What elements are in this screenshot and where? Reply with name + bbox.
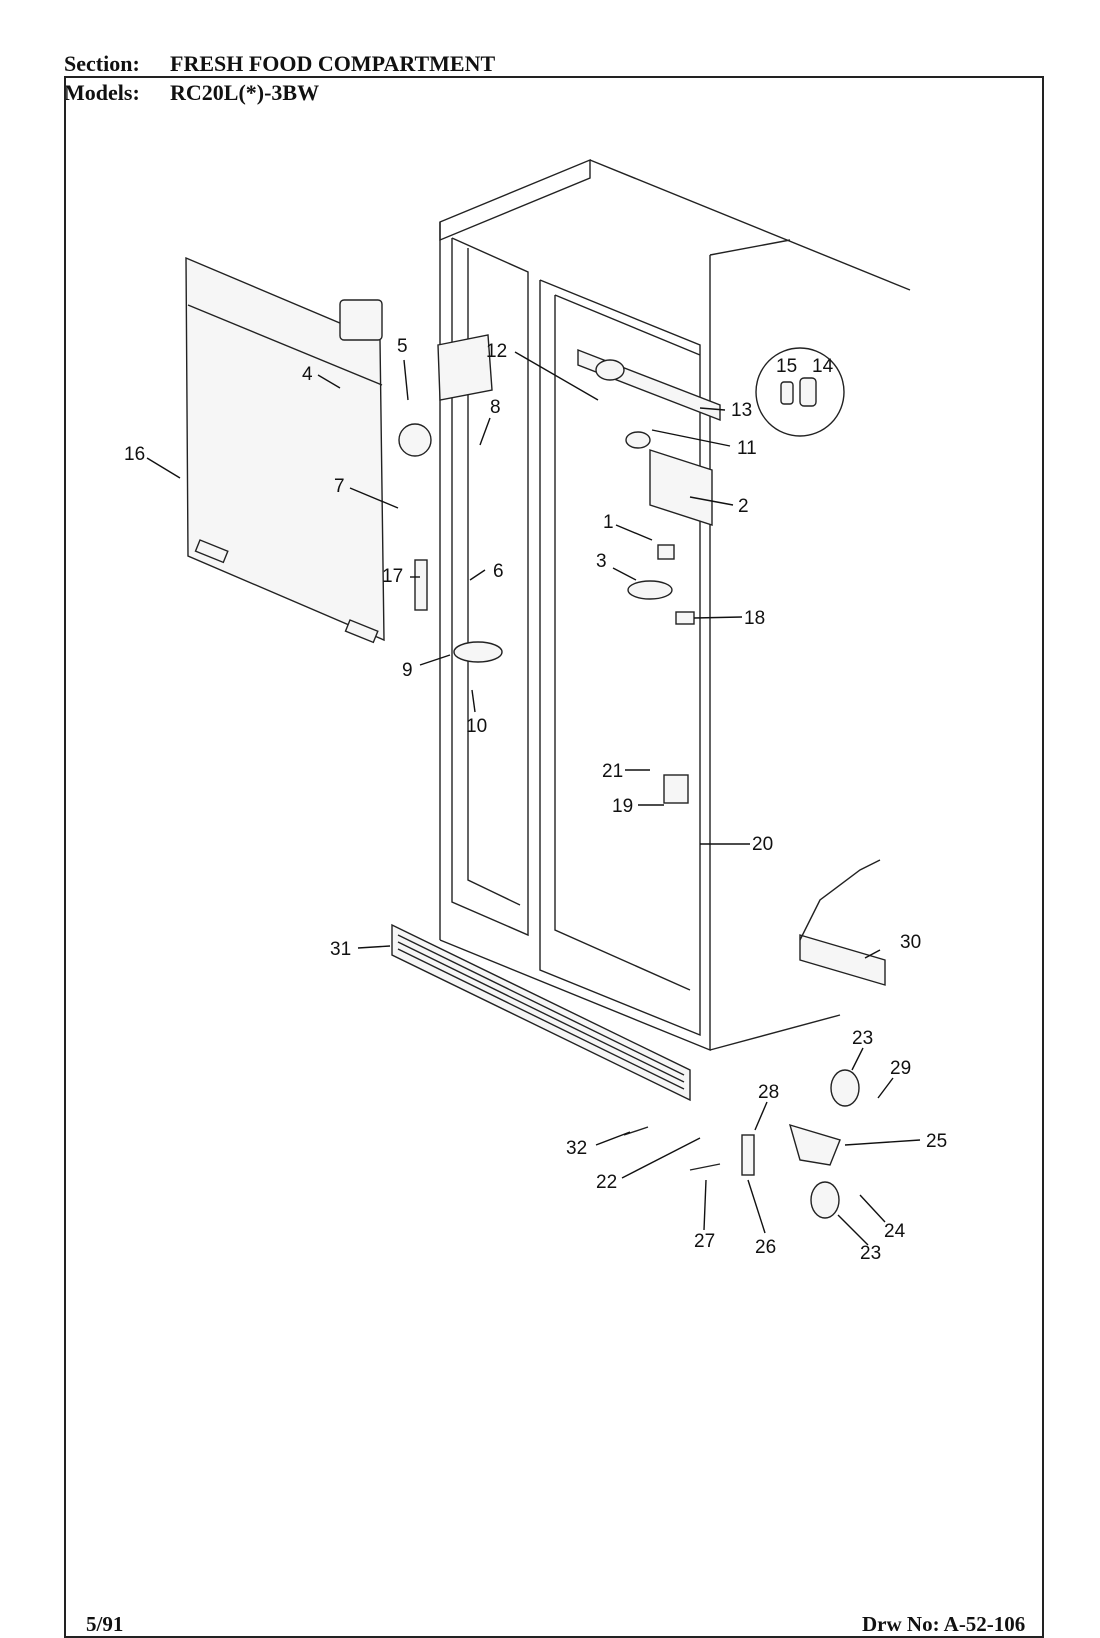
crisper-cover xyxy=(185,256,385,644)
callout-23b: 23 xyxy=(860,1243,881,1264)
models-label: Models: xyxy=(64,80,140,105)
callout-24: 24 xyxy=(884,1221,906,1242)
detail-inset-circle xyxy=(755,347,845,437)
callout-32: 32 xyxy=(566,1138,587,1159)
callout-4: 4 xyxy=(302,364,313,385)
callout-labels: 1 2 3 4 5 6 7 8 9 10 11 12 13 14 15 16 1… xyxy=(124,336,947,1264)
callout-25: 25 xyxy=(926,1131,947,1152)
callout-28: 28 xyxy=(758,1082,779,1103)
models-value: RC20L(*)-3BW xyxy=(170,80,320,105)
exploded-parts-diagram: 1 2 3 4 5 6 7 8 9 10 11 12 13 14 15 16 1… xyxy=(124,158,947,1264)
callout-6: 6 xyxy=(493,561,504,582)
section-label: Section: xyxy=(64,51,140,76)
drawing-date: 5/91 xyxy=(86,1612,124,1636)
callout-9: 9 xyxy=(402,660,413,681)
callout-21: 21 xyxy=(602,761,623,782)
toe-grille xyxy=(391,923,691,1102)
thermostat-knob xyxy=(398,423,432,457)
callout-5: 5 xyxy=(397,336,408,357)
callout-10: 10 xyxy=(466,716,487,737)
cabinet-outline xyxy=(439,158,911,1052)
callout-20: 20 xyxy=(752,834,773,855)
callout-1: 1 xyxy=(603,512,614,533)
callout-26: 26 xyxy=(755,1237,776,1258)
callout-18: 18 xyxy=(744,608,765,629)
callout-29: 29 xyxy=(890,1058,911,1079)
section-title: FRESH FOOD COMPARTMENT xyxy=(170,51,496,76)
callout-23: 23 xyxy=(852,1028,873,1049)
callout-30: 30 xyxy=(900,932,921,953)
callout-3: 3 xyxy=(596,551,607,572)
callout-19: 19 xyxy=(612,796,633,817)
callout-7: 7 xyxy=(334,476,345,497)
drawing-number: Drw No: A-52-106 xyxy=(862,1612,1026,1636)
callout-2: 2 xyxy=(738,496,749,517)
light-assembly xyxy=(577,348,721,526)
control-box xyxy=(437,334,493,401)
callout-8: 8 xyxy=(490,397,501,418)
callout-22: 22 xyxy=(596,1172,617,1193)
callout-15: 15 xyxy=(776,356,797,377)
callout-11: 11 xyxy=(737,438,757,459)
callout-16: 16 xyxy=(124,444,145,465)
callout-13: 13 xyxy=(731,400,752,421)
callout-14: 14 xyxy=(812,356,834,377)
hinge-bracket xyxy=(799,934,886,986)
leader-lines xyxy=(146,351,921,1246)
thermostat-housing xyxy=(339,299,383,341)
callout-12: 12 xyxy=(486,341,507,362)
callout-17: 17 xyxy=(382,566,403,587)
callout-27: 27 xyxy=(694,1231,715,1252)
callout-31: 31 xyxy=(330,939,351,960)
